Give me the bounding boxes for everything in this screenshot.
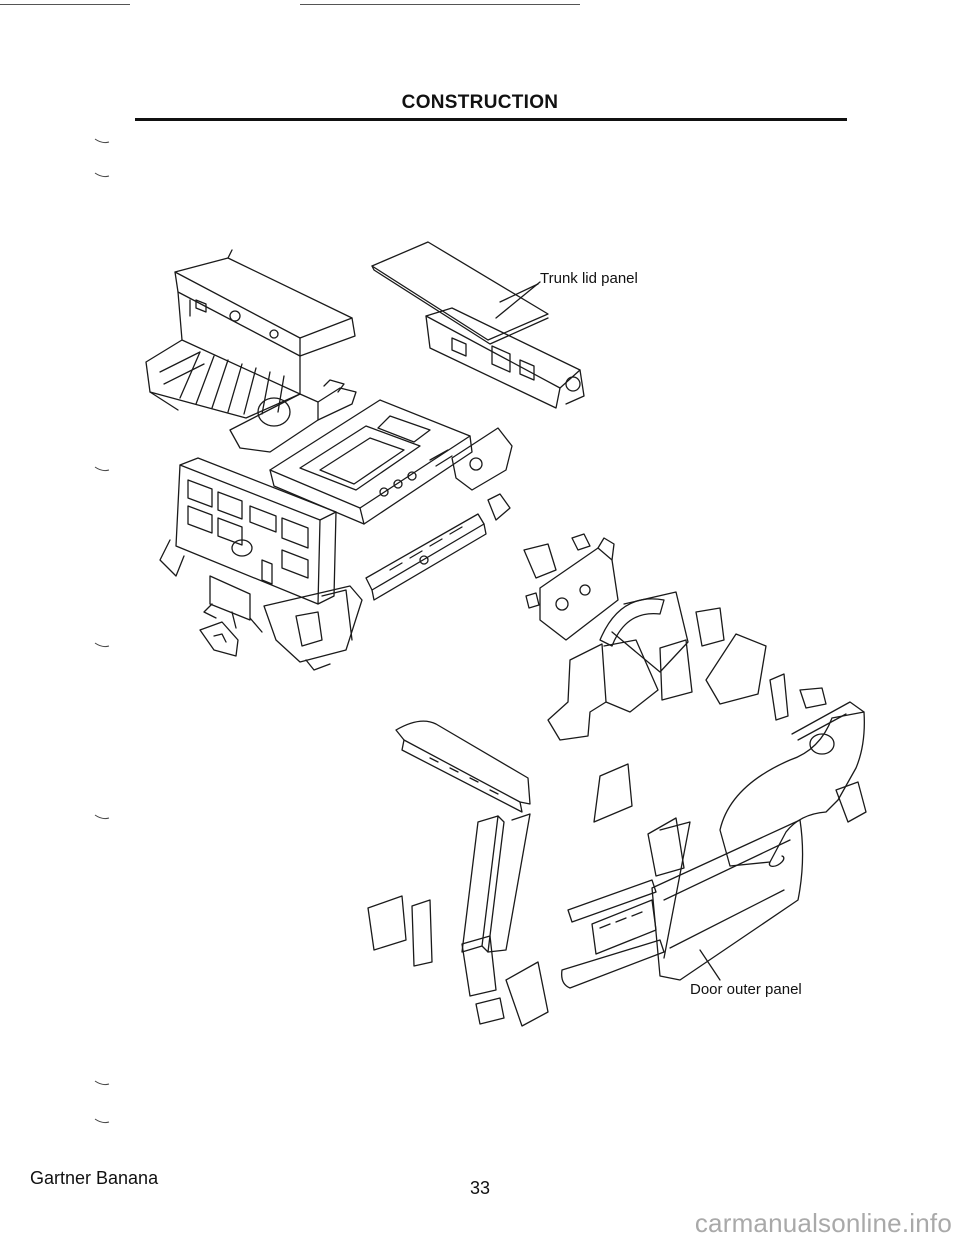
door-outer-panel [651,819,804,981]
quarter-inner-panel [523,533,619,641]
quarter-outer-panel [719,701,867,867]
page-title: CONSTRUCTION [401,92,559,113]
footer-brand: Gartner Banana [30,1168,159,1188]
margin-tick-mark [94,466,110,472]
trunk-lid-leader [499,283,539,303]
trunk-inner-panel [425,307,585,409]
margin-tick-mark [94,642,110,648]
windshield-header [395,720,531,813]
rocker-bracket [199,621,239,657]
a-pillar-pieces [367,813,549,1027]
sill-panels [561,879,665,989]
top-scan-line [300,4,580,5]
door-outer-callout: Door outer panel [690,981,802,998]
rear-deck-panel [145,249,356,419]
rear-floor-pan [269,399,473,525]
trunk-lid-panel [371,241,549,345]
margin-tick-mark [94,1118,110,1124]
margin-tick-mark [94,138,110,144]
margin-tick-mark [94,172,110,178]
trunk-lid-callout: Trunk lid panel [540,270,638,287]
watermark: carmanualsonline.info [694,1208,952,1238]
door-outer-leader [699,949,721,981]
page-number: 33 [469,1178,491,1198]
floor-bracket [451,427,513,521]
b-pillar-brackets [593,763,691,959]
rear-bulkhead [229,379,357,453]
front-bulkhead [159,457,337,633]
front-floor [263,585,363,671]
title-rule [135,118,847,121]
margin-tick-mark [94,814,110,820]
cross-member [365,513,487,601]
top-scan-line [0,4,130,5]
margin-tick-mark [94,1080,110,1086]
quarter-pillar-brackets [547,607,827,741]
